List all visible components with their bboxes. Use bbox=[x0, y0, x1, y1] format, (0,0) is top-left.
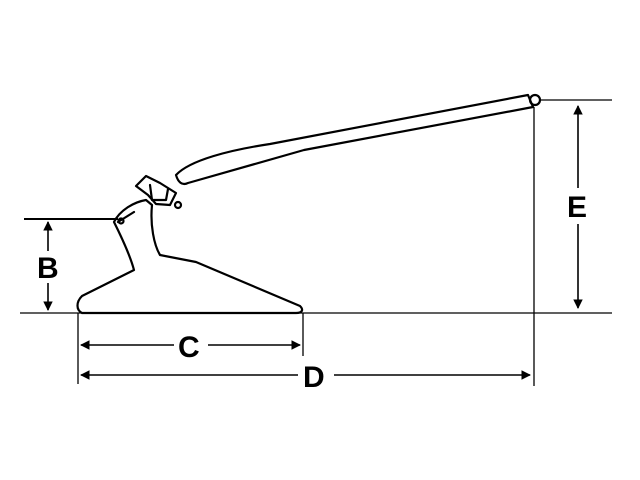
dim-label-d: D bbox=[303, 361, 325, 394]
shank-eye bbox=[528, 93, 542, 107]
dim-label-c: C bbox=[178, 331, 200, 364]
anchor-shank bbox=[174, 93, 535, 186]
hinge-bracket bbox=[134, 174, 178, 207]
anchor-fluke bbox=[76, 198, 304, 315]
dim-label-b: B bbox=[37, 252, 59, 285]
dim-label-e: E bbox=[567, 191, 587, 224]
anchor-outline bbox=[76, 93, 542, 315]
reference-lines bbox=[20, 99, 612, 386]
dimension-lines bbox=[43, 105, 583, 380]
